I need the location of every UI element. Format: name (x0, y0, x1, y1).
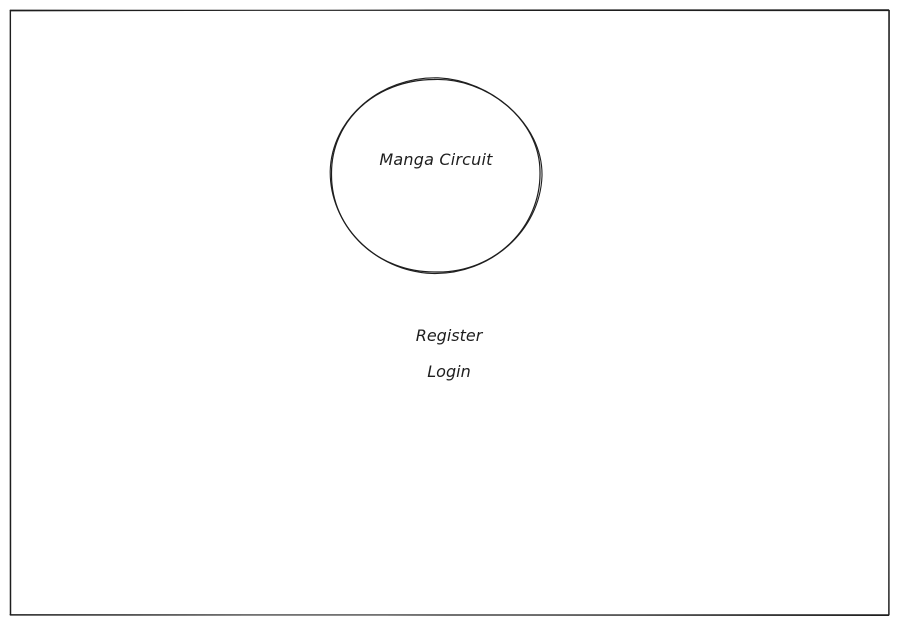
login-link[interactable]: Login (427, 362, 471, 381)
circle-outline-icon (329, 77, 543, 275)
logo-circle: Manga Circuit (326, 74, 546, 278)
app-title: Manga Circuit (379, 150, 493, 169)
register-link[interactable]: Register (415, 326, 483, 345)
